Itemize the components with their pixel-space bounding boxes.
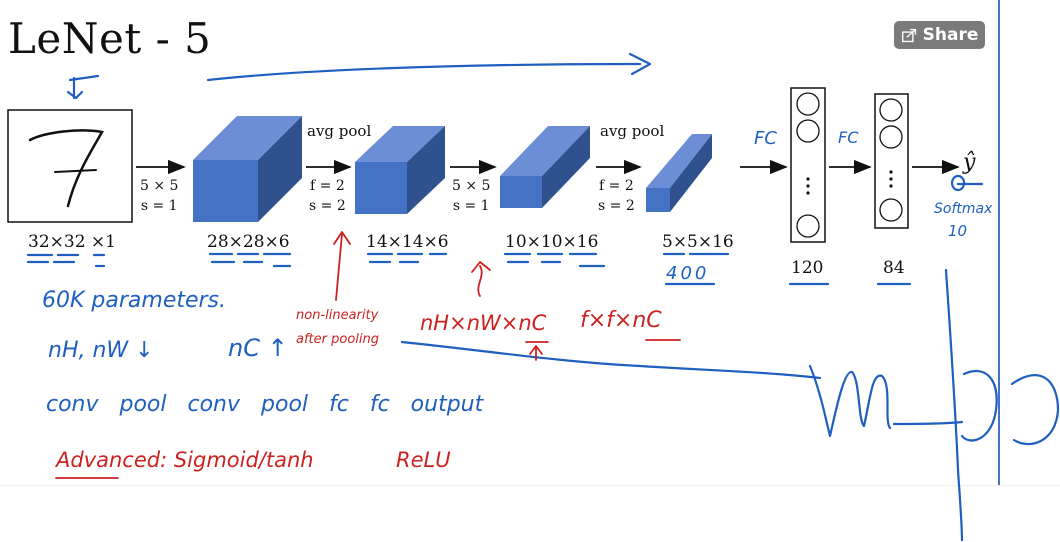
layer-4-underline xyxy=(662,252,730,286)
shape-pointer-arrow xyxy=(471,261,491,297)
nonlinearity-note: non-linearity after pooling xyxy=(296,308,379,347)
scribble-vertical-line xyxy=(944,268,964,541)
input-digit-stroke xyxy=(54,169,97,173)
volume-10x10x16 xyxy=(500,126,590,208)
filter-note: f×f×nC xyxy=(580,308,662,333)
input-dims: 32×32 ×1 xyxy=(28,232,116,252)
fc-1-handwritten-label: FC xyxy=(754,128,777,149)
volume-28x28x6 xyxy=(193,116,302,222)
layer-1-dims: 28×28×6 xyxy=(207,232,290,252)
shrink-note: nH, nW ↓ xyxy=(48,338,154,363)
frame-border xyxy=(998,0,1000,485)
fc-layer-120 xyxy=(790,87,826,243)
scribble-loop-1 xyxy=(960,369,998,442)
pool-2-label: avg pool xyxy=(600,122,665,140)
layer-4-dims: 5×5×16 xyxy=(662,232,734,252)
volume-5x5x16 xyxy=(646,134,712,212)
fc-2-units: 84 xyxy=(883,258,905,278)
advanced-note: Advanced: Sigmoid/tanh xyxy=(56,448,314,472)
fc-1-units: 120 xyxy=(791,258,824,278)
input-image-box xyxy=(7,109,133,223)
fc-2-handwritten-label: FC xyxy=(838,128,859,147)
scribble-wave xyxy=(808,364,892,438)
input-underline xyxy=(26,253,106,268)
layer-3-dims: 10×10×16 xyxy=(505,232,599,252)
layer-2-dims: 14×14×6 xyxy=(366,232,449,252)
pooling-pointer-arrow xyxy=(333,231,351,301)
sequence-connector xyxy=(400,340,822,380)
layer-sequence-note: conv pool conv pool fc fc output xyxy=(46,392,484,417)
grow-note: nC ↑ xyxy=(228,334,288,362)
layer-3-underline xyxy=(503,252,606,268)
layer-2-underline xyxy=(366,252,448,264)
fc-layer-84 xyxy=(874,93,909,229)
shape-note: nH×nW×nC xyxy=(420,311,547,335)
bottom-strip xyxy=(0,485,1060,542)
softmax-count: 10 xyxy=(948,222,968,240)
relu-note: ReLU xyxy=(396,448,451,472)
pool-1-label: avg pool xyxy=(307,122,372,140)
title-mark xyxy=(66,74,100,100)
input-digit-seven xyxy=(28,129,104,208)
share-icon xyxy=(901,28,916,42)
softmax-note: Softmax xyxy=(934,201,993,217)
share-button[interactable]: Share xyxy=(894,21,985,49)
slide-title: LeNet - 5 xyxy=(8,14,212,63)
output-yhat: ŷ xyxy=(963,150,976,175)
flatten-size: 400 xyxy=(666,263,710,284)
parameters-note: 60K parameters. xyxy=(42,288,227,313)
slide: LeNet - 5 Share 32×32 ×1 28×28×6 14×14×6… xyxy=(8,0,1000,485)
share-button-label: Share xyxy=(922,25,979,45)
scribble-crossbar xyxy=(892,420,964,426)
overview-arrow xyxy=(206,52,652,82)
output-circle xyxy=(950,174,966,192)
layer-1-underline xyxy=(208,252,292,268)
scribble-loop-2 xyxy=(1010,374,1060,446)
volume-14x14x6 xyxy=(355,126,445,214)
nc-underline xyxy=(525,341,549,361)
